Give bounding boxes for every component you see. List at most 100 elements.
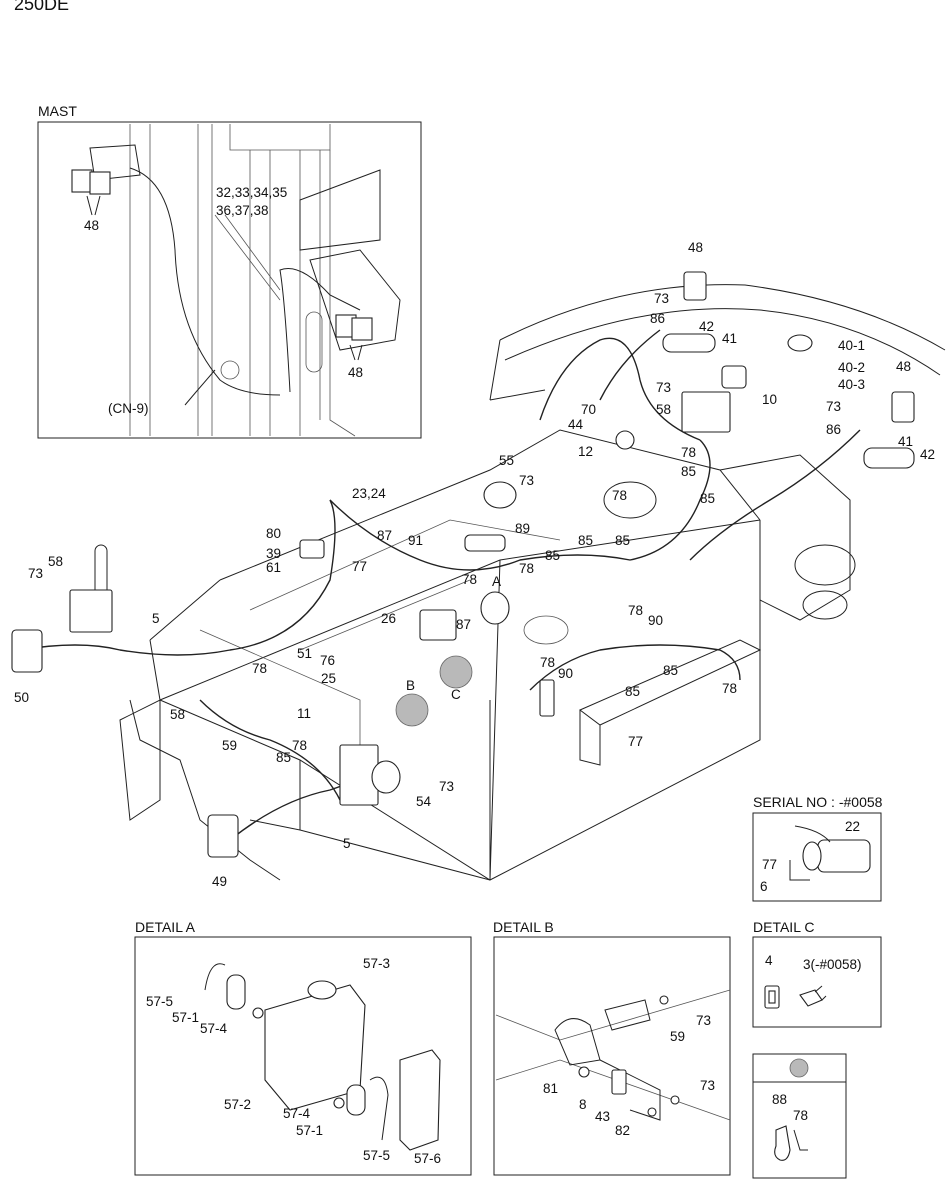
detail-a-label: 57-6: [414, 1151, 441, 1166]
detail-c-title: DETAIL C: [753, 919, 814, 935]
part-label: 42: [920, 447, 935, 462]
detail-b-label: 73: [700, 1078, 715, 1093]
part-label: 85: [276, 750, 291, 765]
clamp-drawing: [774, 1125, 808, 1161]
part-label: 89: [515, 521, 530, 536]
horn-bracket-drawing: [495, 989, 731, 1121]
detail-a-label: 57-5: [363, 1148, 390, 1163]
part-label: 5: [343, 836, 351, 851]
part-label: 26: [381, 611, 396, 626]
part-label: 90: [558, 666, 573, 681]
part-label: 78: [612, 488, 627, 503]
part-label: 48: [688, 240, 703, 255]
detail-b-label: 73: [696, 1013, 711, 1028]
legend-marker: [789, 1058, 809, 1078]
part-label: 78: [681, 445, 696, 460]
mast-drawing: [71, 124, 401, 437]
part-label: 59: [222, 738, 237, 753]
part-label: 85: [681, 464, 696, 479]
detail-b-frame: [493, 936, 731, 1176]
part-label: 80: [266, 526, 281, 541]
detail-c-label: 4: [765, 953, 773, 968]
detail-a-label: 57-1: [296, 1123, 323, 1138]
part-label: 10: [762, 392, 777, 407]
part-label: 77: [628, 734, 643, 749]
part-label: 90: [648, 613, 663, 628]
detail-a-frame: [134, 936, 472, 1176]
part-label: 85: [615, 533, 630, 548]
part-label: 49: [212, 874, 227, 889]
mast-label: 48: [348, 365, 363, 380]
part-label: A: [492, 574, 501, 589]
detail-a-title: DETAIL A: [135, 919, 196, 935]
part-label: 44: [568, 417, 584, 432]
detail-b-label: 59: [670, 1029, 685, 1044]
chassis-drawing: [11, 271, 946, 881]
part-label: 78: [628, 603, 643, 618]
part-label: 41: [898, 434, 913, 449]
part-label: 78: [540, 655, 555, 670]
serial-label: 6: [760, 879, 768, 894]
serial-inset: SERIAL NO : -#0058 22 77 6: [752, 794, 883, 902]
part-label: 55: [499, 453, 514, 468]
part-label: 39: [266, 546, 281, 561]
mast-frame: [37, 121, 422, 439]
detail-b-title: DETAIL B: [493, 919, 554, 935]
detail-b-label: 43: [595, 1109, 610, 1124]
part-label: 40-2: [838, 360, 865, 375]
part-label: 73: [656, 380, 671, 395]
part-label: 58: [170, 707, 185, 722]
detail-a-label: 57-4: [283, 1106, 311, 1121]
part-label: 40-1: [838, 338, 865, 353]
part-label: C: [451, 687, 461, 702]
part-label: 25: [321, 671, 336, 686]
part-label: 85: [545, 548, 560, 563]
main-labels: 48 73 86 42 41 40-1 40-2 40-3 48 73 10 8…: [14, 240, 935, 889]
serial-label: 77: [762, 857, 777, 872]
mast-title: MAST: [38, 103, 77, 119]
part-label: 58: [656, 402, 671, 417]
detail-b-marker: [395, 693, 429, 727]
serial-label: 22: [845, 819, 860, 834]
detail-b-label: 81: [543, 1081, 558, 1096]
detail-a-label: 57-3: [363, 956, 390, 971]
part-label: 5: [152, 611, 160, 626]
part-label: 78: [252, 661, 267, 676]
part-label: 85: [663, 663, 678, 678]
legend-frame: [752, 1053, 847, 1179]
part-label: 70: [581, 402, 596, 417]
part-label: 86: [650, 311, 665, 326]
switch-drawing: [764, 985, 827, 1009]
part-label: 77: [352, 559, 367, 574]
part-label: 12: [578, 444, 593, 459]
detail-c: DETAIL C 4 3(-#0058): [752, 919, 882, 1028]
part-label: 85: [625, 684, 640, 699]
part-label: 58: [48, 554, 63, 569]
detail-a-label: 57-2: [224, 1097, 251, 1112]
legend-label: 78: [793, 1108, 808, 1123]
model-title: 250DE: [14, 0, 69, 14]
part-label: 54: [416, 794, 432, 809]
part-label: B: [406, 678, 415, 693]
part-label: 73: [826, 399, 841, 414]
part-label: 40-3: [838, 377, 865, 392]
clamp-legend: 88 78: [752, 1053, 847, 1179]
part-label: 76: [320, 653, 335, 668]
part-label: 41: [722, 331, 737, 346]
part-label: 78: [292, 738, 307, 753]
part-label: 85: [578, 533, 593, 548]
part-label: 86: [826, 422, 841, 437]
detail-c-label: 3(-#0058): [803, 957, 862, 972]
part-label: 87: [377, 528, 392, 543]
detail-b: DETAIL B 73 59 81 73 8 43 82: [493, 919, 731, 1176]
detail-a: DETAIL A 57-3 57-5 57-1 57-4 57-2 57-4 5…: [134, 919, 472, 1176]
part-label: 78: [462, 572, 477, 587]
part-label: 78: [519, 561, 534, 576]
mast-label: 48: [84, 218, 99, 233]
part-label: 73: [519, 473, 534, 488]
detail-b-label: 8: [579, 1097, 587, 1112]
detail-b-label: 82: [615, 1123, 630, 1138]
part-label: 73: [654, 291, 669, 306]
part-label: 85: [700, 491, 715, 506]
